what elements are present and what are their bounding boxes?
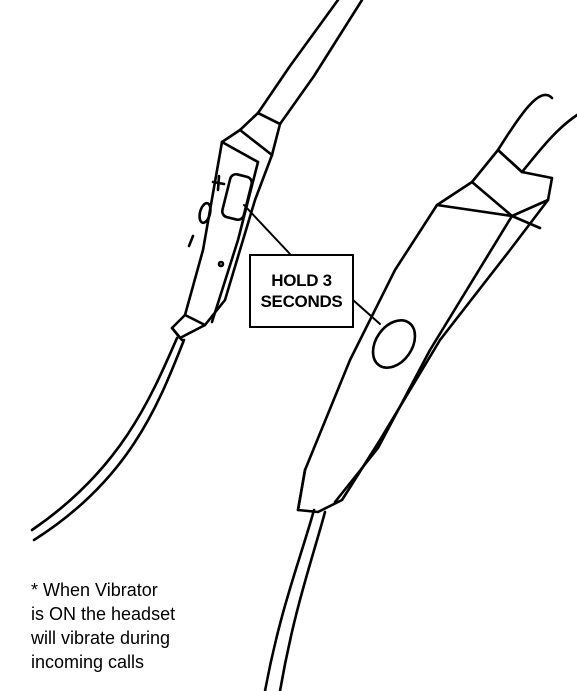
microphone-hole <box>217 260 225 268</box>
left-remote-module <box>170 111 282 342</box>
hold-3-seconds-callout: HOLD 3 SECONDS <box>249 254 354 328</box>
callout-leader-left <box>243 204 291 255</box>
callout-leader-right <box>352 299 381 325</box>
right-remote-module <box>296 148 554 514</box>
footnote-line: incoming calls <box>31 652 145 672</box>
vibrator-footnote: * When Vibrator is ON the headset will v… <box>31 578 175 674</box>
left-neckband <box>256 0 340 115</box>
multifunction-button <box>220 172 254 222</box>
footnote-line: is ON the headset <box>31 604 176 624</box>
right-neckband <box>496 93 554 152</box>
led-indicator <box>198 201 212 225</box>
right-cable <box>263 508 316 691</box>
footnote-line: * When Vibrator <box>31 580 158 600</box>
vibration-button <box>371 319 417 369</box>
callout-line-2: SECONDS <box>260 292 343 311</box>
left-cable <box>30 336 179 532</box>
footnote-line: will vibrate during <box>31 628 171 648</box>
volume-minus-button <box>187 234 195 248</box>
volume-plus-button <box>211 174 226 192</box>
callout-line-1: HOLD 3 <box>271 271 332 290</box>
